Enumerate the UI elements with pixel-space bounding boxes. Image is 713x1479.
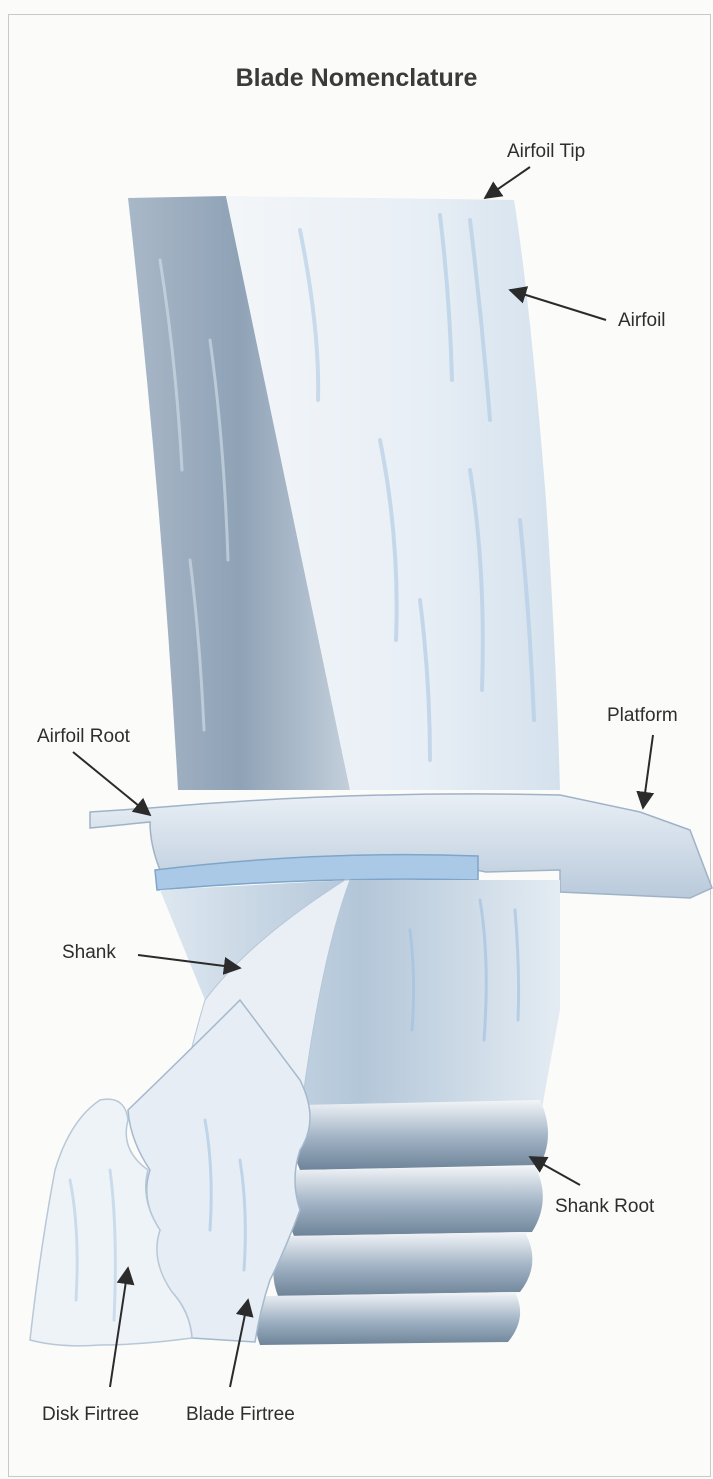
label-airfoil: Airfoil [618,310,666,332]
label-platform: Platform [607,705,678,727]
label-disk-firtree: Disk Firtree [42,1404,139,1426]
label-airfoil-root: Airfoil Root [37,726,130,748]
label-blade-firtree: Blade Firtree [186,1404,295,1426]
arrow-platform [643,735,653,808]
label-shank-root: Shank Root [555,1196,654,1218]
label-airfoil-tip: Airfoil Tip [507,141,585,163]
arrow-airfoil-root [73,752,150,815]
label-shank: Shank [62,942,116,964]
arrow-airfoil-tip [485,167,530,198]
